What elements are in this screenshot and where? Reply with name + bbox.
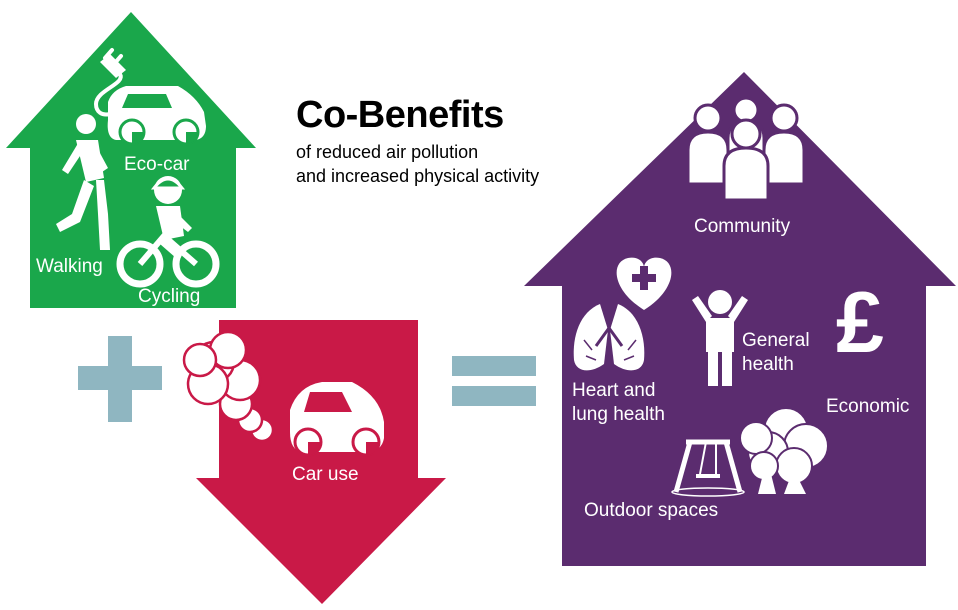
plus-icon [78, 336, 162, 422]
economic-label: Economic [826, 396, 910, 417]
eco-car-label: Eco-car [124, 154, 190, 175]
general-health-label-line-1: General [742, 330, 810, 351]
pound-icon: £ [836, 275, 884, 371]
community-label: Community [694, 216, 791, 237]
general-health-label-line-2: health [742, 354, 794, 375]
cycling-child-icon [116, 176, 220, 288]
trees-icon [739, 407, 829, 494]
walking-label: Walking [36, 256, 103, 277]
cycling-label: Cycling [138, 286, 201, 307]
swing-icon [671, 439, 745, 497]
people-group-icon [686, 96, 806, 202]
car-use-icon [290, 382, 384, 457]
walking-person-icon [56, 114, 110, 250]
heart-lung-label-line-1: Heart and [572, 380, 656, 401]
exhaust-cloud-icon [182, 330, 275, 443]
purple-house-shape [524, 72, 956, 566]
diagram-title: Co-Benefits [296, 94, 504, 136]
equals-icon [452, 356, 536, 406]
plug-icon [93, 48, 126, 117]
subtitle-line-1: of reduced air pollution [296, 142, 479, 162]
car-use-label: Car use [292, 464, 359, 485]
child-arms-up-icon [692, 290, 748, 386]
red-arrow-shape [196, 320, 446, 604]
car-icon [107, 86, 206, 146]
heart-plus-icon [616, 257, 672, 310]
green-house-shape [6, 12, 256, 308]
subtitle-line-2: and increased physical activity [296, 166, 540, 186]
lungs-icon [573, 292, 645, 371]
outdoor-spaces-label: Outdoor spaces [584, 500, 719, 521]
heart-lung-label-line-2: lung health [572, 404, 665, 425]
